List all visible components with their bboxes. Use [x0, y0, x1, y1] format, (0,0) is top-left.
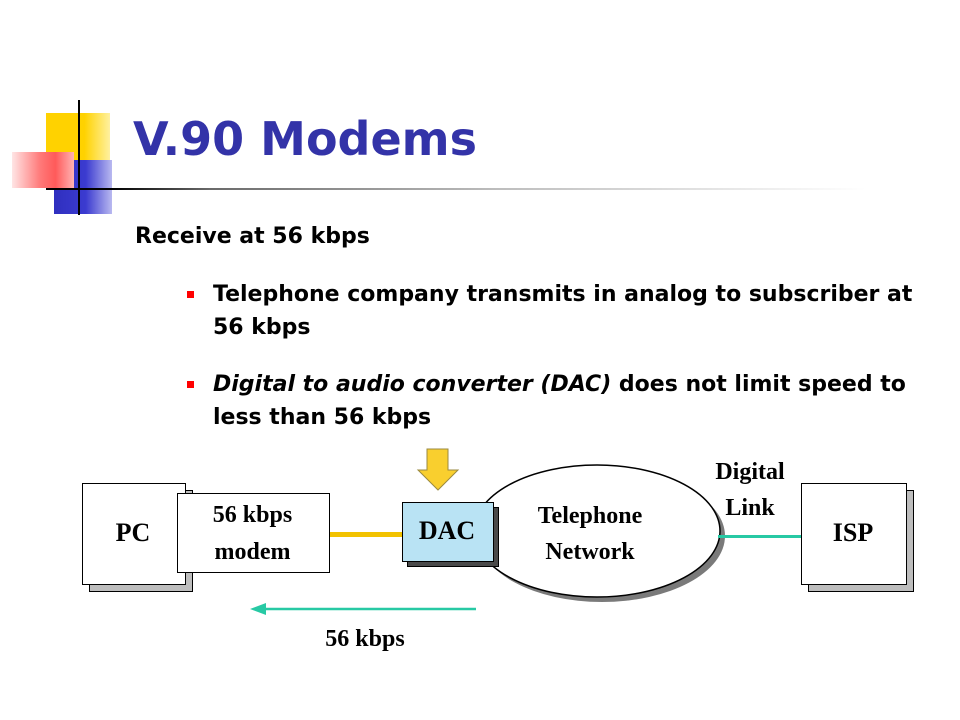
modem-label-line2: modem [214, 539, 291, 565]
bullet-square-icon [187, 381, 194, 388]
modem-box [177, 493, 330, 573]
dac-label: DAC [418, 516, 476, 545]
title-underline [46, 188, 866, 190]
bullet-item-2: Digital to audio converter (DAC) does no… [187, 368, 927, 434]
bullet-text: Telephone company transmits in analog to… [213, 282, 913, 340]
bullet-item-1: Telephone company transmits in analog to… [187, 278, 927, 344]
pointer-down-arrow-icon [416, 448, 460, 491]
bullet-italic-text: Digital to audio converter (DAC) [213, 372, 612, 397]
speed-arrow-head-icon [250, 603, 266, 615]
decor-vertical-line [78, 100, 80, 215]
isp-box [801, 483, 907, 585]
speed-label: 56 kbps [325, 626, 405, 652]
decor-red-bar [12, 152, 74, 188]
digital-link-line [718, 535, 802, 538]
network-label-line2: Network [545, 539, 635, 565]
analog-line [329, 532, 402, 537]
dac-box [402, 502, 494, 562]
bullet-rest-text: does not limit speed to less than 56 kbp… [213, 372, 906, 430]
bullet-square-icon [187, 291, 194, 298]
isp-label: ISP [832, 518, 874, 547]
bullet-text: Digital to audio converter (DAC) does no… [213, 368, 927, 434]
digital-link-label-line1: Digital [715, 459, 785, 485]
digital-link-label-line2: Link [725, 495, 775, 521]
level1-text: Receive at 56 kbps [135, 224, 370, 249]
modem-label-line1: 56 kbps [212, 502, 293, 528]
network-label-line1: Telephone [537, 503, 643, 529]
pc-label: PC [115, 518, 151, 547]
slide-title: V.90 Modems [133, 112, 477, 166]
